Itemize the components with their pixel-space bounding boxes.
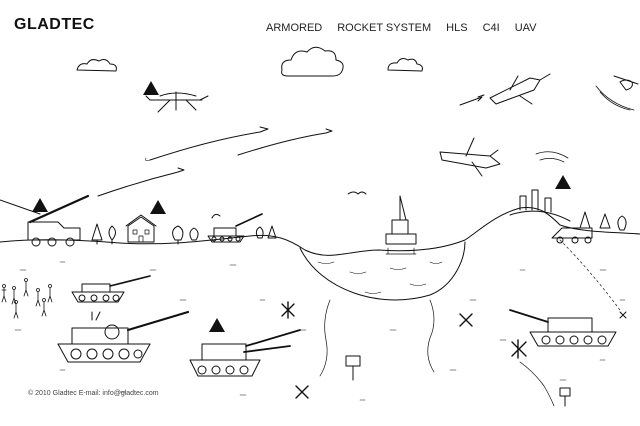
missile bbox=[145, 126, 269, 161]
email-link[interactable]: E-mail: info@gladtec.com bbox=[78, 390, 159, 397]
lake bbox=[299, 241, 466, 301]
trees bbox=[579, 211, 627, 231]
triangle-marker-armored[interactable] bbox=[209, 318, 225, 332]
triangle-marker-c4i[interactable] bbox=[555, 175, 571, 189]
tank bbox=[71, 275, 151, 303]
copyright-text: © 2010 Gladtec bbox=[28, 390, 77, 397]
bird bbox=[347, 191, 367, 195]
tank bbox=[509, 309, 617, 347]
house bbox=[125, 214, 157, 243]
fortress bbox=[509, 189, 571, 222]
nav-item-c4i[interactable]: C4I bbox=[482, 22, 500, 34]
nav-item-hls[interactable]: HLS bbox=[446, 22, 468, 34]
military-truck bbox=[551, 227, 593, 244]
missile bbox=[237, 128, 333, 156]
triangle-marker-hls[interactable] bbox=[150, 200, 166, 214]
rocket-launcher-truck bbox=[0, 194, 90, 247]
missile bbox=[459, 94, 485, 106]
trees bbox=[91, 223, 277, 245]
site-logo[interactable]: GLADTEC bbox=[14, 16, 95, 33]
tank bbox=[207, 213, 263, 243]
barbed-wire bbox=[319, 239, 621, 407]
missile bbox=[97, 167, 185, 197]
cloud bbox=[76, 59, 117, 72]
radar-signal bbox=[535, 85, 635, 163]
footer: © 2010 Gladtec E-mail: info@gladtec.com bbox=[28, 390, 159, 397]
warning-sign bbox=[345, 311, 627, 407]
uav-drone bbox=[145, 91, 209, 113]
fighter-jet bbox=[489, 73, 551, 105]
cloud bbox=[387, 58, 423, 72]
ground-horizon bbox=[0, 206, 640, 256]
cloud bbox=[281, 46, 344, 77]
nav-item-rocket-system[interactable]: ROCKET SYSTEM bbox=[337, 22, 432, 34]
main-nav: ARMORED ROCKET SYSTEM HLS C4I UAV bbox=[266, 22, 537, 34]
anti-tank-obstacle bbox=[281, 301, 527, 399]
nav-item-uav[interactable]: UAV bbox=[514, 22, 537, 34]
tank bbox=[57, 310, 190, 363]
ground-texture bbox=[14, 261, 626, 401]
helicopter bbox=[613, 75, 639, 91]
fighter-jet bbox=[439, 137, 501, 177]
triangle-marker-uav[interactable] bbox=[143, 81, 159, 95]
triangle-marker-rocket-system[interactable] bbox=[32, 198, 48, 212]
nav-item-armored[interactable]: ARMORED bbox=[266, 22, 323, 34]
oil-platform bbox=[385, 195, 417, 255]
tank bbox=[189, 329, 301, 377]
soldiers bbox=[1, 278, 53, 319]
